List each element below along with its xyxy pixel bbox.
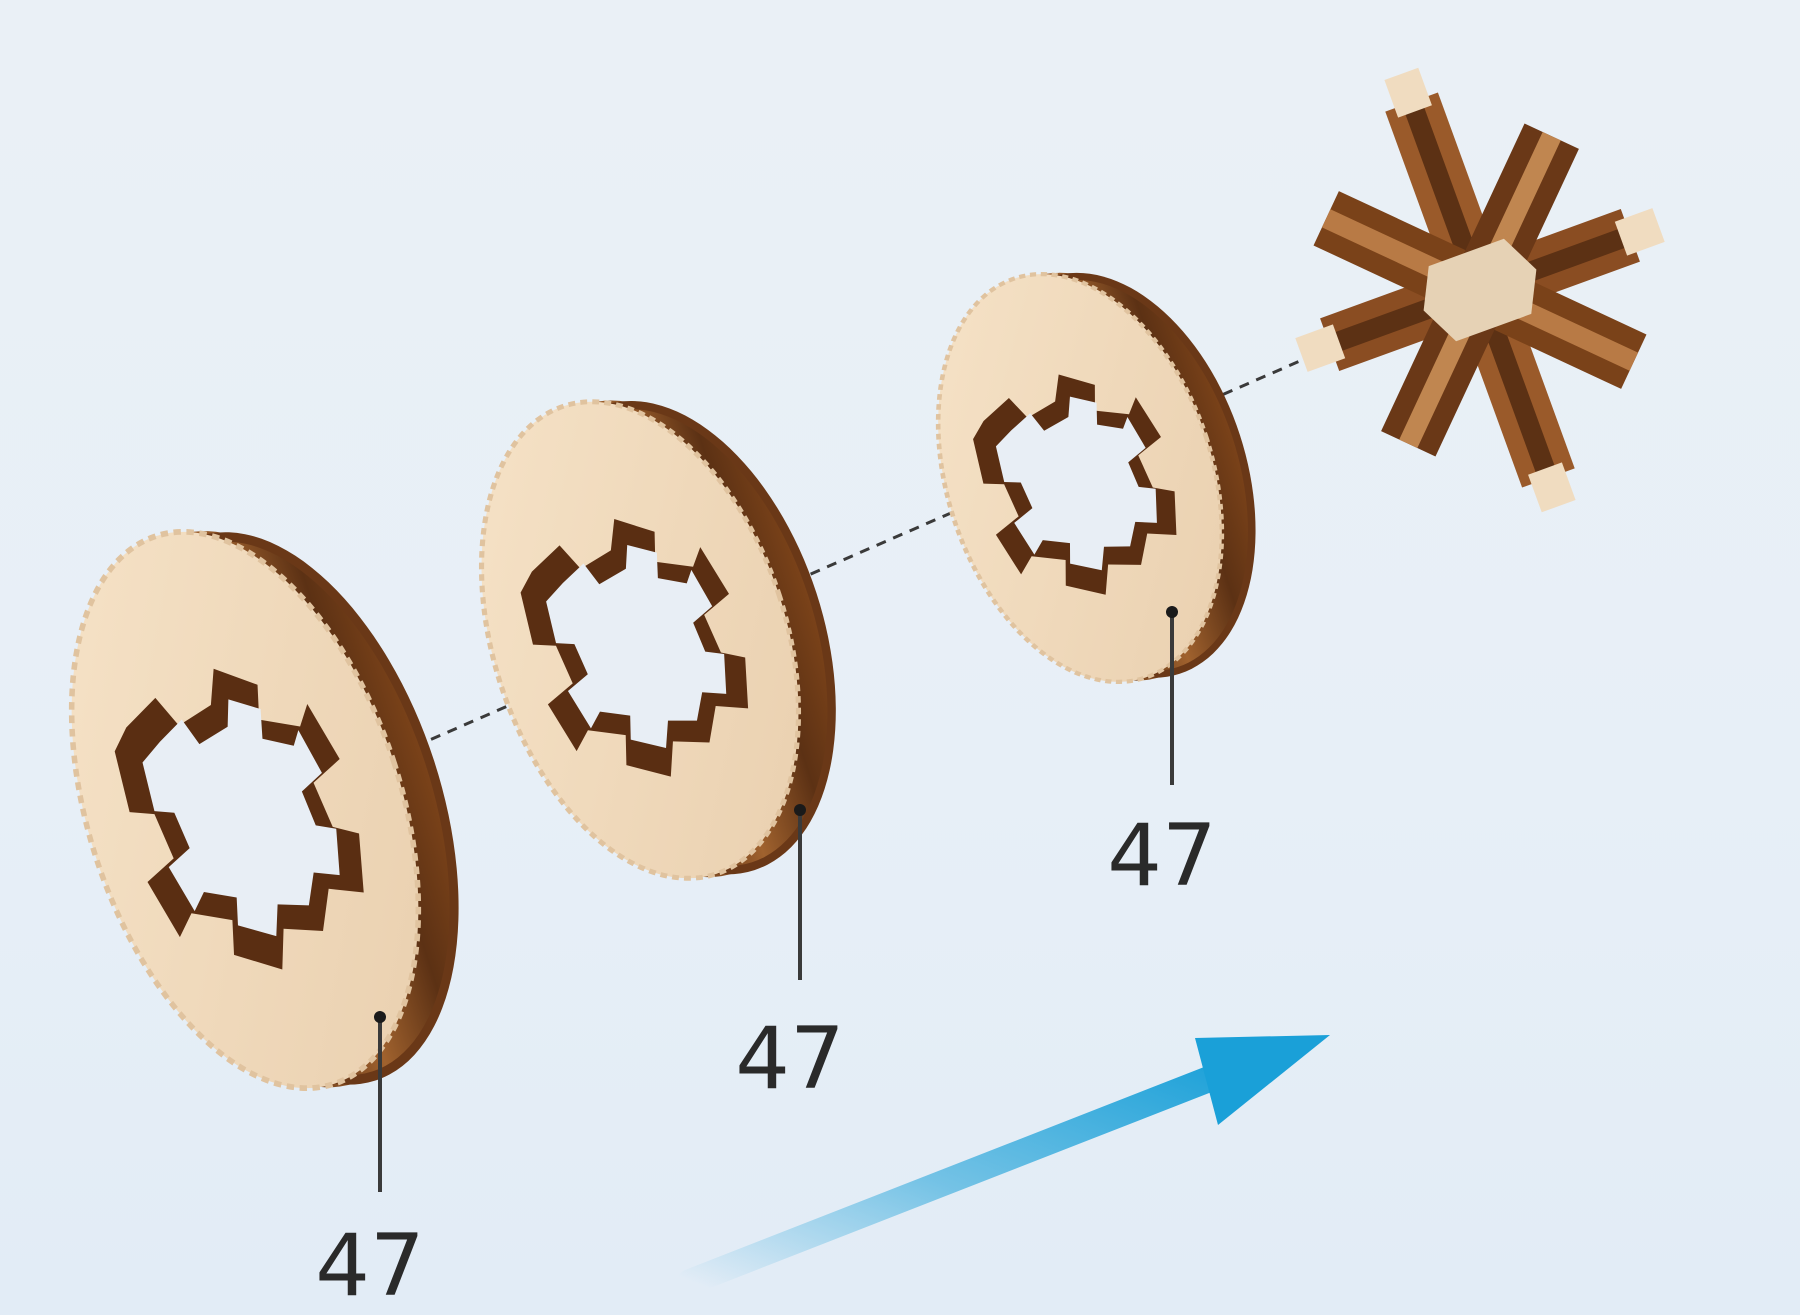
ring-part-2	[425, 350, 892, 927]
part-number-label-1: 47	[315, 1216, 424, 1315]
ring-part-3	[889, 227, 1304, 725]
part-number-label-2: 47	[735, 1009, 844, 1109]
star-hub-part	[1223, 9, 1737, 571]
part-number-label-3: 47	[1107, 806, 1216, 906]
ring-part-1	[7, 476, 522, 1142]
